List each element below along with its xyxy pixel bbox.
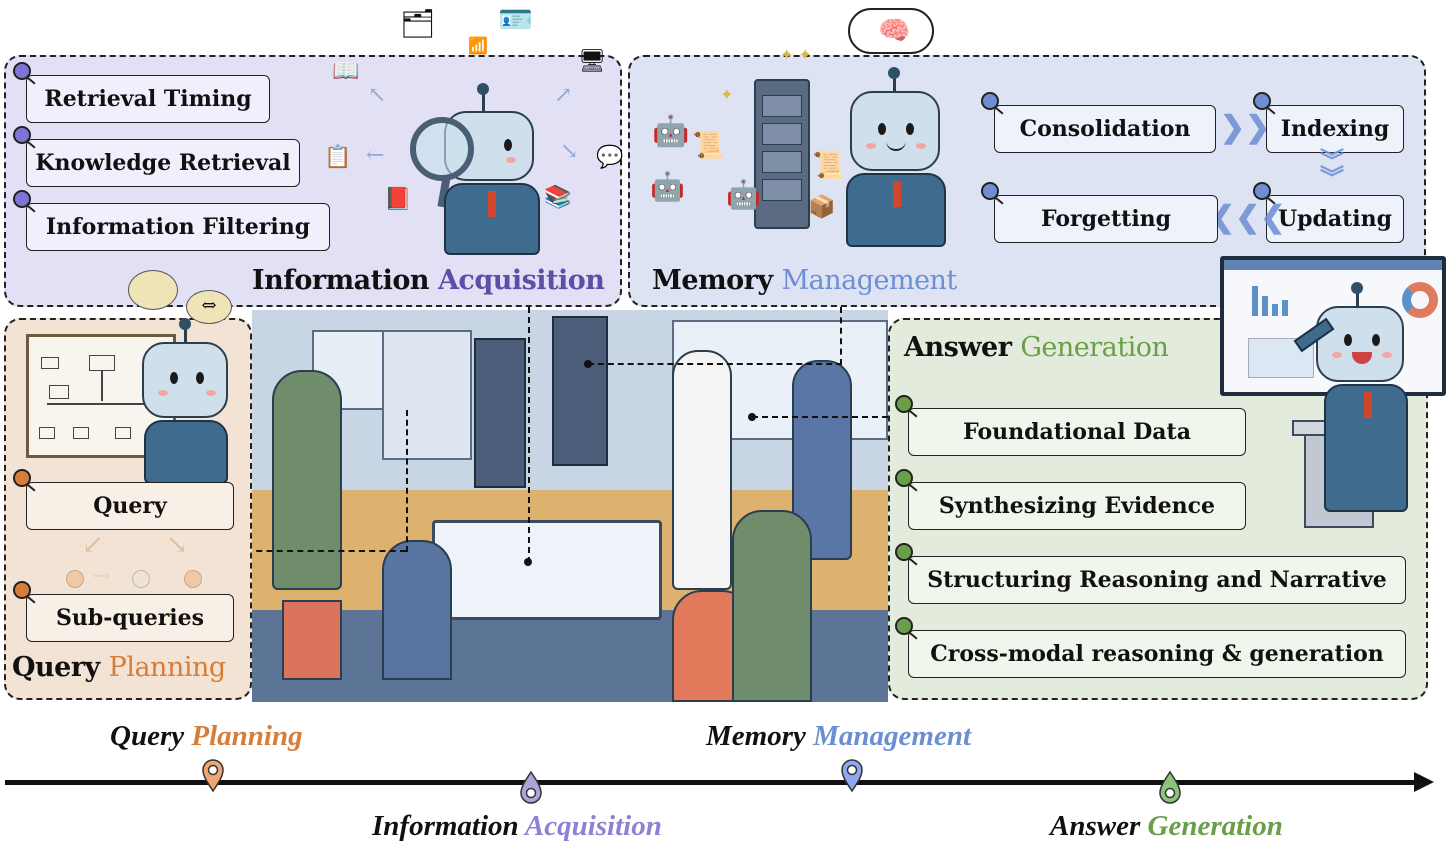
panel-title: Memory Management bbox=[652, 265, 957, 296]
pin-icon bbox=[895, 543, 913, 561]
sparkle-icon: ✦ ✦ bbox=[780, 45, 812, 64]
robot-presenting-podium-icon bbox=[1290, 282, 1420, 518]
robot-thinking-flowchart-icon bbox=[132, 318, 242, 494]
subquery-node bbox=[184, 570, 202, 588]
pin-icon bbox=[13, 581, 31, 599]
pin-icon bbox=[981, 182, 999, 200]
map-pin-icon bbox=[841, 759, 863, 792]
profile-doc-icon: 🗂 bbox=[400, 7, 436, 40]
arrow-icon: ↘ bbox=[560, 139, 579, 164]
pin-icon bbox=[13, 62, 31, 80]
subquery-node bbox=[132, 570, 150, 588]
pin-icon bbox=[895, 469, 913, 487]
tag-structuring-reasoning: Structuring Reasoning and Narrative bbox=[895, 543, 1406, 604]
mini-robot-icon: 🤖 bbox=[726, 178, 761, 211]
map-pin-icon bbox=[202, 759, 224, 792]
arrow-down-left-icon: ↙ bbox=[82, 530, 104, 560]
timeline-axis bbox=[5, 780, 1425, 785]
tag-query: Query bbox=[13, 469, 234, 530]
tag-forgetting: Forgetting bbox=[981, 182, 1218, 243]
connector-line bbox=[752, 416, 888, 418]
panel-title: Answer Generation bbox=[904, 332, 1169, 363]
drop-pin-icon bbox=[1159, 771, 1181, 804]
scroll-icon: 📜 bbox=[812, 151, 845, 181]
panel-title: Query Planning bbox=[12, 652, 226, 683]
arrow-right-icon: → bbox=[92, 564, 111, 589]
tag-updating: Updating bbox=[1253, 182, 1404, 243]
connector-dot bbox=[524, 558, 532, 566]
pin-icon bbox=[13, 469, 31, 487]
arrow-icon: ← bbox=[366, 143, 385, 168]
tag-knowledge-retrieval: Knowledge Retrieval bbox=[13, 126, 300, 187]
mini-robot-icon: 🤖 bbox=[650, 170, 685, 203]
panel-title: Information Acquisition bbox=[252, 265, 605, 296]
chevron-left-icon: ❮❮❮ bbox=[1210, 200, 1286, 235]
books-stack-icon: 📚 bbox=[544, 185, 572, 210]
connector-line bbox=[528, 307, 530, 563]
scroll-icon: 📜 bbox=[692, 131, 725, 161]
pin-icon bbox=[1253, 92, 1271, 110]
notes-icon: 📕 bbox=[384, 187, 412, 212]
pin-icon bbox=[13, 126, 31, 144]
connector-line bbox=[406, 410, 408, 552]
monitor-icon: 🖥 bbox=[578, 49, 606, 74]
box-icon: 📦 bbox=[808, 195, 836, 220]
subquery-node bbox=[66, 570, 84, 588]
timeline-label-query-planning: Query Planning bbox=[110, 720, 303, 752]
tag-foundational-data: Foundational Data bbox=[895, 395, 1246, 456]
connector-dot bbox=[748, 413, 756, 421]
book-icon: 📖 bbox=[332, 59, 360, 84]
arrow-icon: ↖ bbox=[368, 83, 387, 108]
id-card-icon: 🪪 bbox=[498, 3, 533, 36]
tag-synthesizing-evidence: Synthesizing Evidence bbox=[895, 469, 1246, 530]
pin-icon bbox=[13, 190, 31, 208]
mini-robot-icon: 🤖 bbox=[652, 114, 690, 149]
sparkle-icon: ✦ bbox=[720, 85, 734, 104]
connector-dot bbox=[584, 360, 592, 368]
thought-bubble-icon bbox=[128, 270, 178, 310]
server-rack-icon bbox=[754, 79, 810, 229]
tag-cross-modal-reasoning: Cross-modal reasoning & generation bbox=[895, 617, 1406, 678]
query-planning-panel: Query ↙ ↘ → Sub-queries Query Planning bbox=[4, 318, 252, 700]
drop-pin-icon bbox=[520, 771, 542, 804]
pin-icon bbox=[895, 617, 913, 635]
brain-icon: 🧠 bbox=[878, 16, 911, 46]
connector-line bbox=[588, 363, 842, 365]
arrow-down-right-icon: ↘ bbox=[166, 530, 188, 560]
tag-indexing: Indexing bbox=[1253, 92, 1404, 153]
document-icon: 📋 bbox=[324, 145, 352, 170]
tag-retrieval-timing: Retrieval Timing bbox=[13, 62, 270, 123]
chat-icon: 💬 bbox=[596, 145, 624, 170]
pin-icon bbox=[895, 395, 913, 413]
tag-information-filtering: Information Filtering bbox=[13, 190, 330, 251]
timeline-label-information-acquisition: Information Acquisition bbox=[372, 810, 662, 842]
swap-arrows-icon: ⇔ bbox=[186, 290, 232, 324]
tag-consolidation: Consolidation bbox=[981, 92, 1216, 153]
robot-thinking-brain-icon bbox=[830, 67, 960, 247]
signal-icon: 📶 bbox=[468, 36, 488, 55]
chevron-down-icon: ︾︾ bbox=[1320, 146, 1344, 192]
timeline-label-answer-generation: Answer Generation bbox=[1050, 810, 1283, 842]
information-acquisition-panel: Retrieval Timing Knowledge Retrieval Inf… bbox=[4, 51, 624, 307]
timeline-label-memory-management: Memory Management bbox=[706, 720, 972, 752]
research-team-office-illustration bbox=[252, 310, 888, 702]
connector-line bbox=[840, 307, 842, 365]
pin-icon bbox=[981, 92, 999, 110]
arrow-icon: ↗ bbox=[554, 83, 573, 108]
thought-cloud-icon: 🧠 bbox=[848, 8, 934, 54]
arrow-right-icon bbox=[1414, 772, 1434, 792]
robot-with-magnifier-icon bbox=[404, 83, 564, 257]
connector-line bbox=[246, 550, 406, 552]
memory-management-panel: 🤖 🤖 🤖 📜 📜 📦 ✦ ✦ ✦ Consolidation ❯❯❯ Inde… bbox=[628, 47, 1426, 307]
pin-icon bbox=[1253, 182, 1271, 200]
tag-sub-queries: Sub-queries bbox=[13, 581, 234, 642]
